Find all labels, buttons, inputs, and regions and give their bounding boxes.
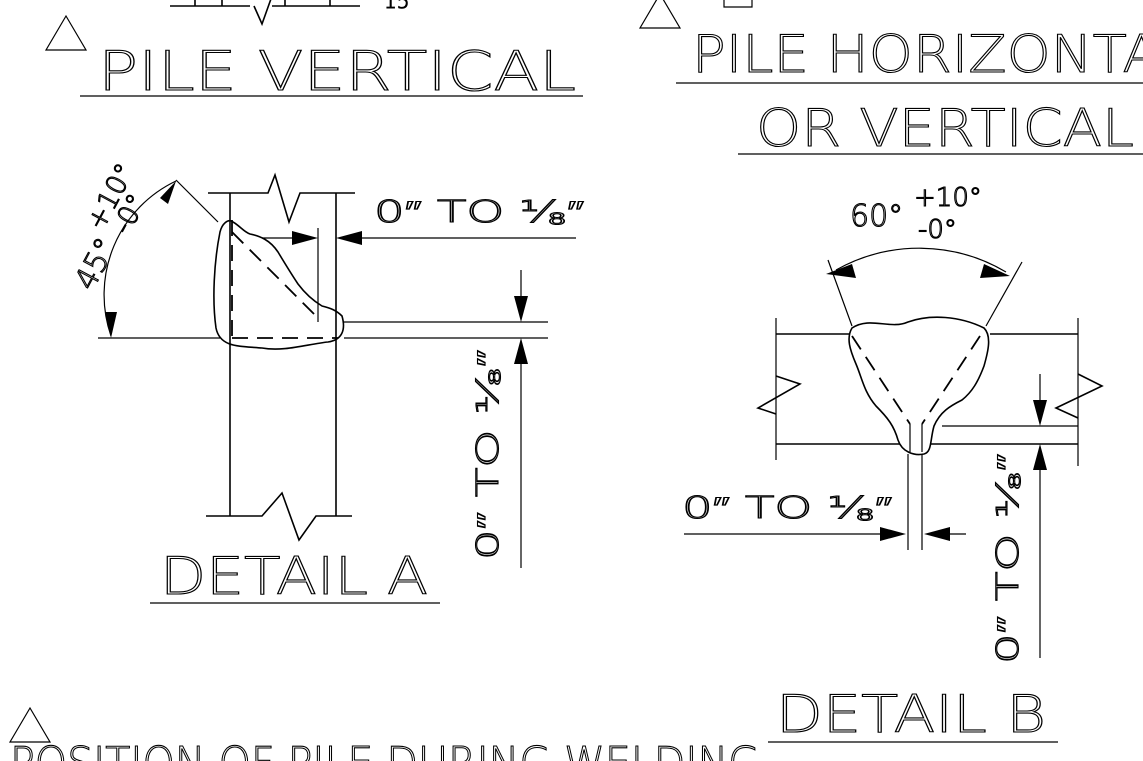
weld-bead: [213, 219, 345, 350]
detail-b-gap-horizontal: 0″ TO ¹⁄₈″: [682, 491, 893, 526]
detail-b-title: DETAIL B: [776, 685, 1046, 745]
break-line: [756, 375, 802, 415]
detail-b: PILE HORIZONTAL OR VERTICAL 60° +10° -0°: [676, 24, 1143, 746]
break-line: [206, 491, 352, 542]
detail-a-gap-vertical: 0″ TO ¹⁄₈″: [471, 349, 506, 560]
detail-b-heading-line2: OR VERTICAL: [756, 99, 1134, 159]
break-line: [1054, 373, 1104, 419]
detail-b-angle-minus: -0°: [918, 215, 957, 245]
revision-triangle-icon: [8, 706, 52, 743]
top-cutoff-fragments: 15: [170, 0, 753, 27]
detail-a-title: DETAIL A: [160, 547, 428, 607]
top-left-fragment-text: 15: [384, 0, 409, 13]
detail-a: PILE VERTICAL 45° +10° -0°: [68, 39, 586, 607]
detail-b-angle-main: 60°: [850, 199, 903, 234]
revision-triangle-icon: [638, 0, 682, 29]
break-line: [208, 172, 355, 225]
detail-a-gap-top: 0″ TO ¹⁄₈″: [374, 195, 585, 230]
detail-b-heading-line1: PILE HORIZONTAL: [692, 25, 1143, 85]
footer-note: POSITION OF PILE DURING WELDING: [10, 738, 760, 761]
weld-bead: [848, 316, 990, 456]
revision-triangle-icon: [44, 14, 88, 51]
detail-a-heading: PILE VERTICAL: [98, 40, 576, 103]
detail-b-gap-vertical: 0″ TO ¹⁄₈″: [991, 453, 1026, 664]
detail-b-angle-plus: +10°: [914, 183, 982, 213]
